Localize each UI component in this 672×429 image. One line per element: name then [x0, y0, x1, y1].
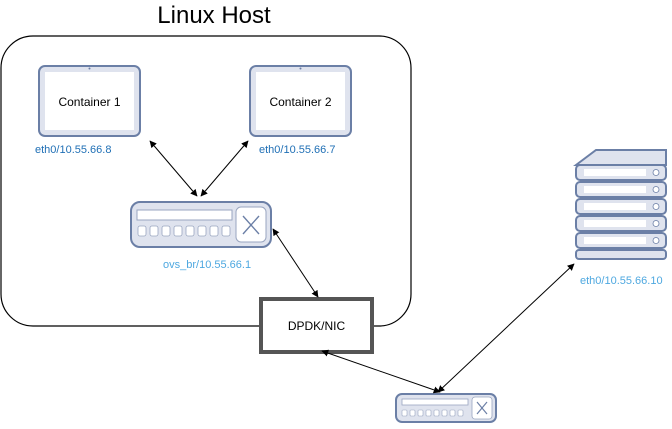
ovs-bridge-switch-icon[interactable] [130, 201, 272, 248]
server-ip: eth0/10.55.66.10 [580, 275, 663, 287]
link-nic-switch [321, 349, 441, 394]
container-1-ip: eth0/10.55.66.8 [35, 144, 112, 156]
bridge-ip: ovs_br/10.55.66.1 [163, 259, 252, 271]
container-2-label: Container 2 [269, 95, 332, 109]
dpdk-nic-box[interactable] [259, 297, 374, 354]
container-2-node[interactable] [249, 65, 352, 137]
link-container1-bridge [149, 140, 198, 197]
linux-host-title: Linux Host [157, 2, 271, 29]
physical-switch-icon[interactable] [395, 393, 497, 423]
container-1-node[interactable] [38, 65, 141, 137]
dpdk-nic-label: DPDK/NIC [287, 319, 346, 333]
container-2-ip: eth0/10.55.66.7 [259, 144, 336, 156]
link-switch-server [437, 263, 575, 393]
link-bridge-nic [272, 228, 319, 298]
container-1-label: Container 1 [58, 95, 121, 109]
link-container2-bridge [200, 140, 249, 197]
server-icon[interactable] [573, 149, 667, 260]
